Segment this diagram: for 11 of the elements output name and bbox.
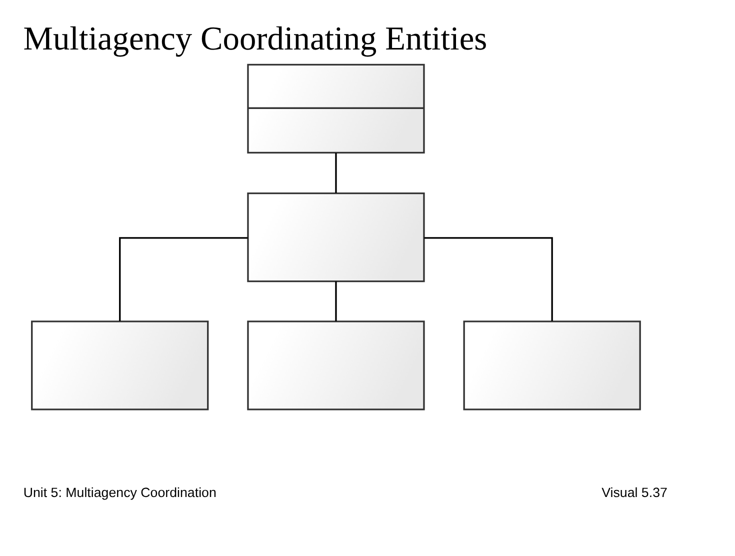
label: Visual 5.37 xyxy=(601,484,667,500)
connector xyxy=(118,237,248,322)
label: Unit 5: Multiagency Coordination xyxy=(22,484,216,500)
node-box xyxy=(462,320,640,410)
connector xyxy=(334,281,336,322)
diagram-title: Multiagency Coordinating Entities xyxy=(22,20,487,58)
connector xyxy=(334,152,336,193)
connector xyxy=(424,237,552,322)
node-box xyxy=(246,320,424,410)
node-box xyxy=(246,192,424,282)
node-box xyxy=(30,320,208,410)
